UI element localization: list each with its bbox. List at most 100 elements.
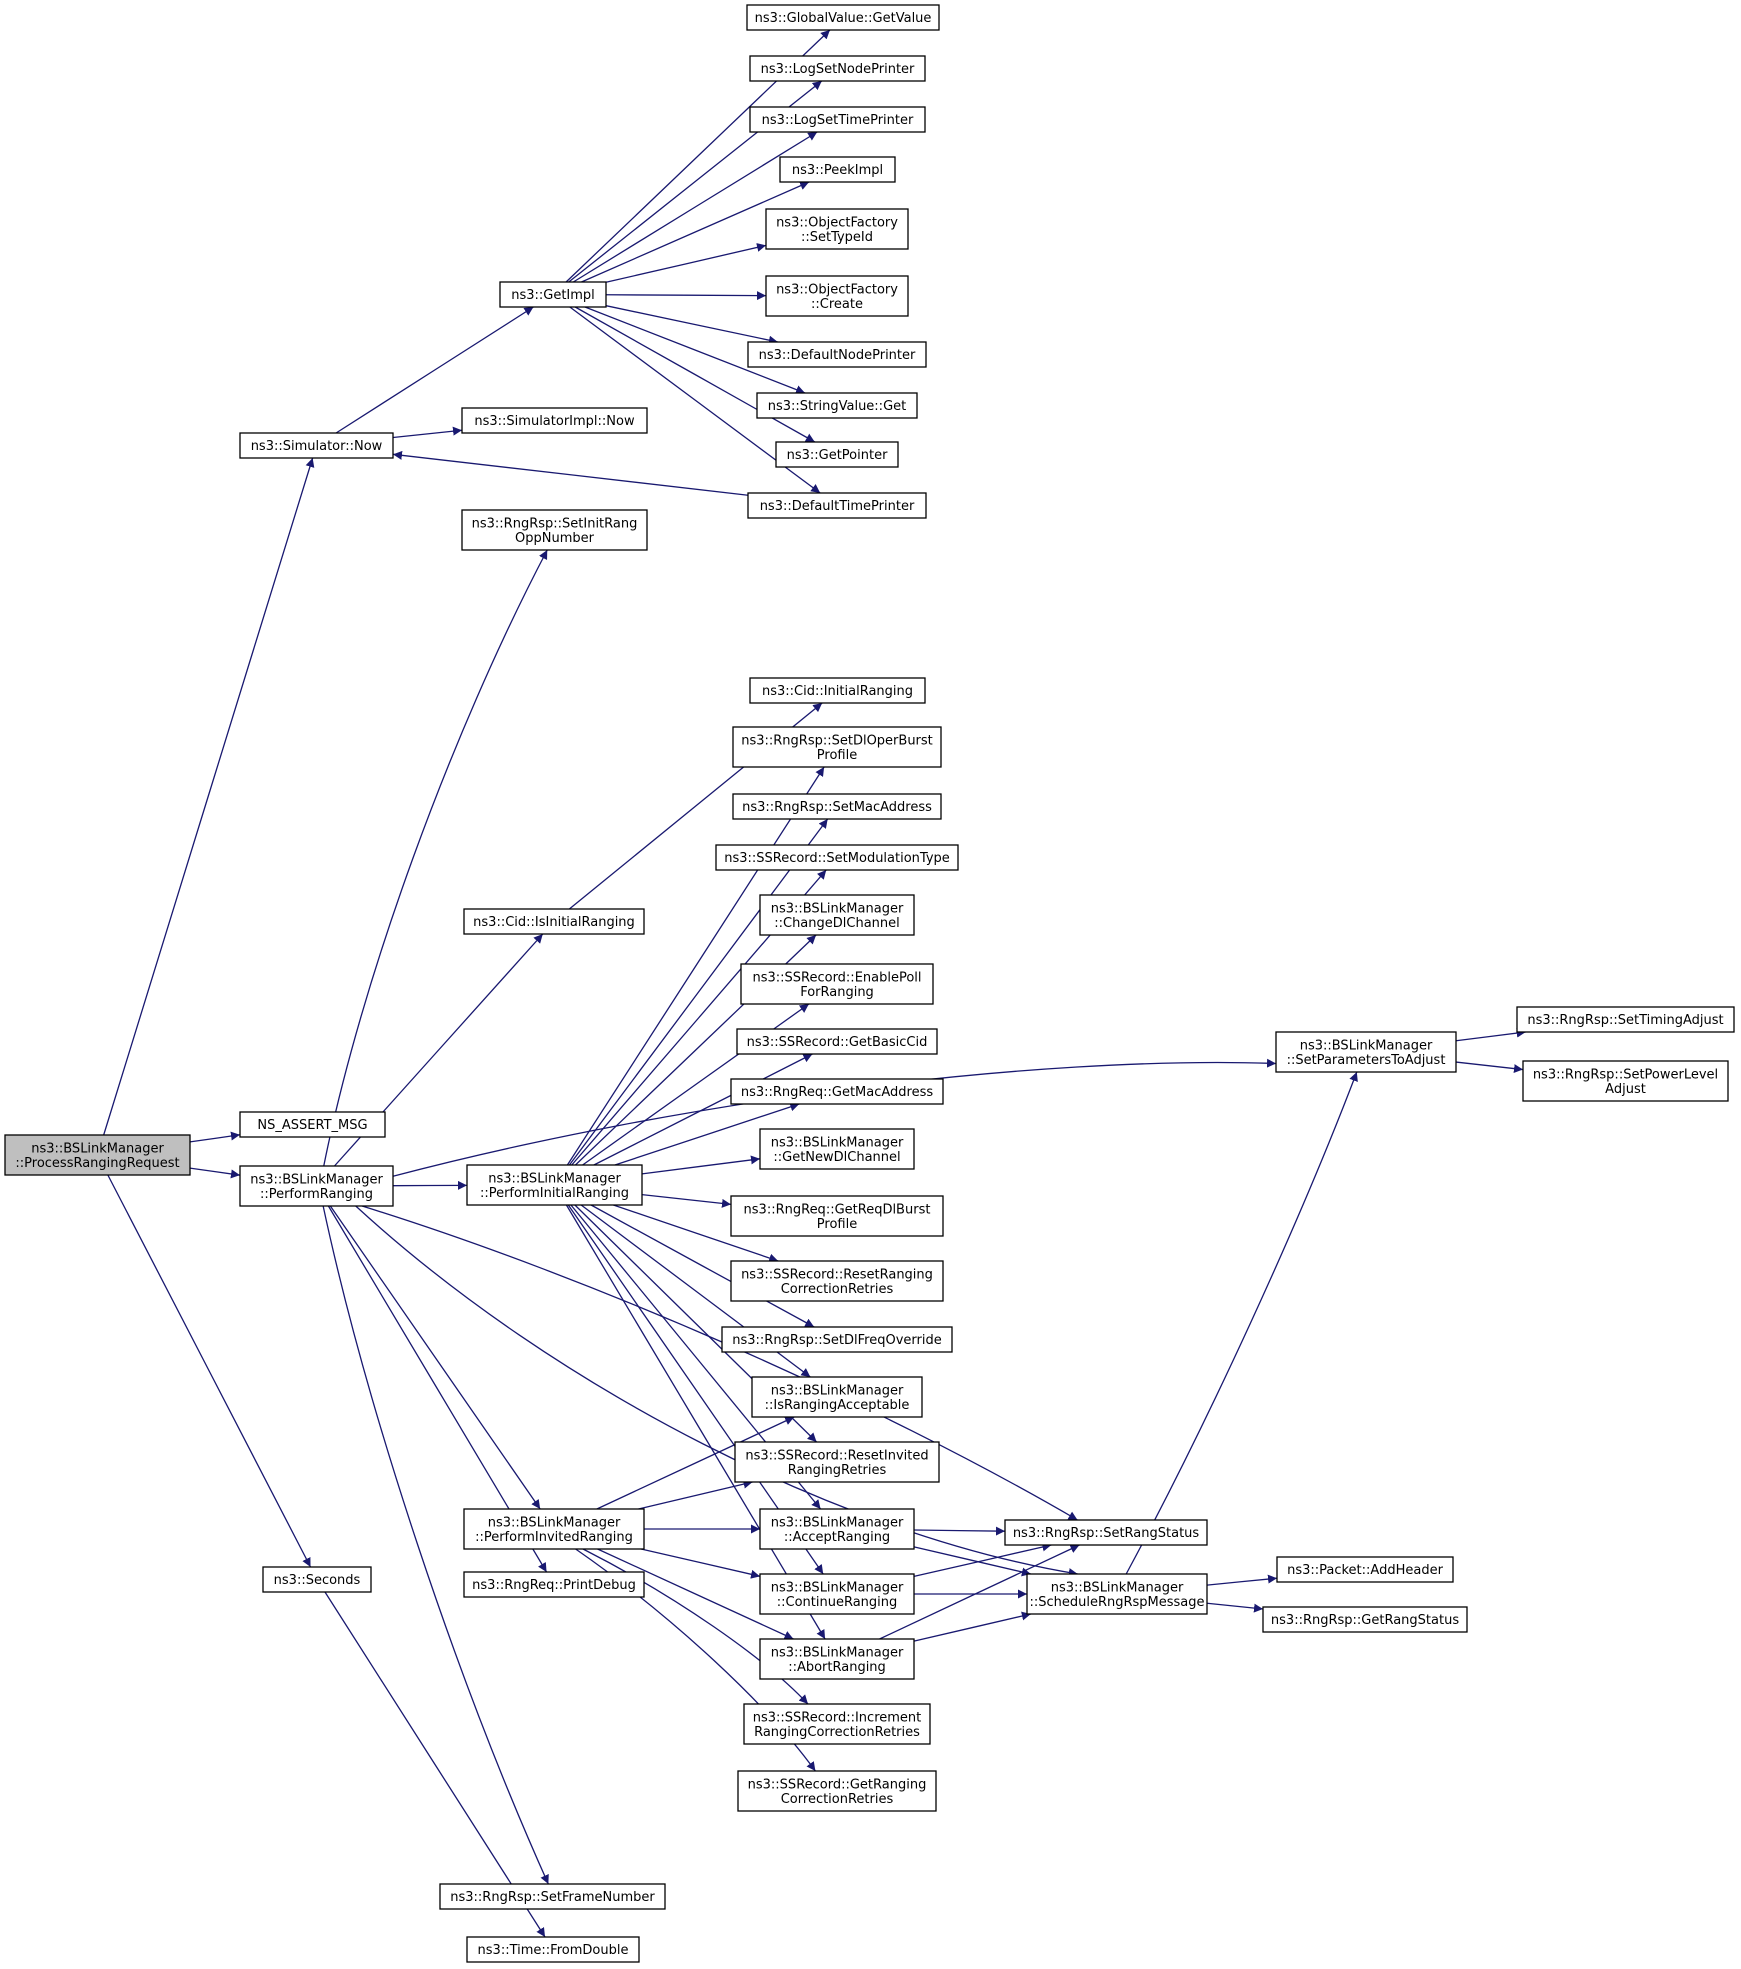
edge-perform_ranging-to-schedule_rng_rsp [355,1205,1078,1577]
node-log-node-printer[interactable]: ns3::LogSetNodePrinter [749,55,926,82]
edge-perform_ranging-to-is_initial_ranging [333,933,544,1167]
node-string-value-get[interactable]: ns3::StringValue::Get [756,392,918,419]
node-set-frame-number[interactable]: ns3::RngRsp::SetFrameNumber [439,1883,666,1910]
edge-get_impl-to-of_create [605,291,767,301]
node-default-node-printer[interactable]: ns3::DefaultNodePrinter [747,341,927,368]
node-of-create[interactable]: ns3::ObjectFactory::Create [765,275,909,317]
node-label-line: ns3::Simulator::Now [251,439,383,454]
edge-set_params_adjust-to-set_power_level [1455,1061,1524,1074]
node-perform-invited[interactable]: ns3::BSLinkManager::PerformInvitedRangin… [463,1508,645,1550]
node-set-mac-address[interactable]: ns3::RngRsp::SetMacAddress [732,793,942,820]
node-simimpl-now[interactable]: ns3::SimulatorImpl::Now [461,407,648,434]
edge-perform_invited-to-reset_invited [638,1479,753,1510]
node-set-timing-adjust[interactable]: ns3::RngRsp::SetTimingAdjust [1516,1006,1735,1033]
node-label-line: ns3::RngRsp::SetPowerLevel [1533,1067,1718,1082]
node-box [749,677,926,704]
node-print-debug[interactable]: ns3::RngReq::PrintDebug [463,1571,645,1598]
node-abort-ranging[interactable]: ns3::BSLinkManager::AbortRanging [759,1638,915,1680]
edge-accept_ranging-to-schedule_rng_rsp [913,1546,1031,1577]
node-accept-ranging[interactable]: ns3::BSLinkManager::AcceptRanging [759,1508,915,1550]
node-label-line: ::SetTypeId [801,230,873,245]
node-gv-get-value[interactable]: ns3::GlobalValue::GetValue [746,4,940,31]
node-label-line: ns3::RngReq::GetMacAddress [741,1085,934,1100]
node-of-set-type-id[interactable]: ns3::ObjectFactory::SetTypeId [765,208,909,250]
node-box [740,963,934,1005]
node-label-line: ns3::BSLinkManager [771,901,904,916]
node-label-line: ::SetParametersToAdjust [1287,1053,1446,1068]
node-label-line: ns3::SSRecord::GetBasicCid [747,1035,928,1050]
node-label-line: ns3::BSLinkManager [488,1171,621,1186]
edge-get_impl-to-default_node_printer [605,305,778,345]
node-perform-initial[interactable]: ns3::BSLinkManager::PerformInitialRangin… [466,1164,643,1206]
node-sim-now[interactable]: ns3::Simulator::Now [239,432,394,459]
node-set-modulation-type[interactable]: ns3::SSRecord::SetModulationType [715,844,959,871]
node-is-ranging-acceptable[interactable]: ns3::BSLinkManager::IsRangingAcceptable [751,1376,923,1418]
node-reset-invited[interactable]: ns3::SSRecord::ResetInvitedRangingRetrie… [734,1441,940,1483]
node-label-line: ns3::BSLinkManager [250,1172,383,1187]
edge-perform_ranging-to-set_init_rang [323,549,548,1167]
node-reset-ranging-corr[interactable]: ns3::SSRecord::ResetRangingCorrectionRet… [730,1260,944,1302]
node-box [732,726,942,768]
node-root[interactable]: ns3::BSLinkManager::ProcessRangingReques… [4,1134,191,1176]
node-label-line: ns3::RngRsp::SetDlFreqOverride [732,1333,941,1348]
node-box [765,208,909,250]
node-packet-add-header[interactable]: ns3::Packet::AddHeader [1276,1556,1454,1583]
node-label-line: ns3::SSRecord::ResetInvited [745,1448,928,1463]
node-label-line: ns3::BSLinkManager [1051,1580,1184,1595]
edge-schedule_rng_rsp-to-packet_add_header [1206,1574,1278,1586]
node-continue-ranging[interactable]: ns3::BSLinkManager::ContinueRanging [759,1573,915,1615]
node-get-rang-status[interactable]: ns3::RngRsp::GetRangStatus [1262,1606,1468,1633]
node-perform-ranging[interactable]: ns3::BSLinkManager::PerformRanging [239,1165,394,1207]
edge-root-to-sim_now [103,457,315,1136]
node-box [749,106,926,133]
node-label-line: ns3::SSRecord::SetModulationType [724,851,950,866]
node-schedule-rng-rsp[interactable]: ns3::BSLinkManager::ScheduleRngRspMessag… [1026,1573,1208,1615]
node-box [765,275,909,317]
node-cid-initial-ranging[interactable]: ns3::Cid::InitialRanging [749,677,926,704]
node-set-rang-status[interactable]: ns3::RngRsp::SetRangStatus [1004,1519,1208,1546]
node-label-line: ::PerformRanging [260,1187,373,1202]
edge-perform_initial-to-is_ranging_acceptable [580,1204,811,1378]
node-label-line: ns3::DefaultNodePrinter [759,348,916,363]
node-is-initial-ranging[interactable]: ns3::Cid::IsInitialRanging [463,908,645,935]
node-set-params-adjust[interactable]: ns3::BSLinkManager::SetParametersToAdjus… [1275,1031,1457,1073]
node-label-line: ns3::BSLinkManager [771,1135,904,1150]
node-increment-ranging[interactable]: ns3::SSRecord::IncrementRangingCorrectio… [743,1703,931,1745]
edge-perform_initial-to-set_dl_freq [590,1204,815,1328]
node-box [466,1936,640,1963]
edge-sim_now-to-get_impl [335,306,534,434]
node-from-double[interactable]: ns3::Time::FromDouble [466,1936,640,1963]
node-label-line: ns3::BSLinkManager [488,1515,621,1530]
edge-root-to-perform_ranging [189,1167,241,1179]
node-get-pointer[interactable]: ns3::GetPointer [775,441,899,468]
edge-get_impl-to-of_set_type_id [605,243,767,283]
node-req-get-mac[interactable]: ns3::RngReq::GetMacAddress [730,1078,944,1105]
node-get-impl[interactable]: ns3::GetImpl [499,281,607,308]
node-get-new-dl-channel[interactable]: ns3::BSLinkManager::GetNewDlChannel [759,1128,915,1170]
edge-perform_initial-to-enable_poll [582,1003,810,1166]
edge-default_time_printer-to-sim_now [392,450,749,496]
node-change-dl-channel[interactable]: ns3::BSLinkManager::ChangeDlChannel [759,894,915,936]
node-label-line: ::ScheduleRngRspMessage [1029,1595,1204,1610]
node-default-time-printer[interactable]: ns3::DefaultTimePrinter [747,492,927,519]
node-label-line: ns3::SimulatorImpl::Now [474,414,635,429]
node-log-time-printer[interactable]: ns3::LogSetTimePrinter [749,106,926,133]
node-box [746,4,940,31]
node-get-basic-cid[interactable]: ns3::SSRecord::GetBasicCid [736,1028,938,1055]
node-peek-impl[interactable]: ns3::PeekImpl [779,156,896,183]
node-label-line: Profile [817,1217,857,1232]
node-get-ranging-corr[interactable]: ns3::SSRecord::GetRangingCorrectionRetri… [737,1770,937,1812]
node-label-line: ns3::SSRecord::GetRanging [748,1777,927,1792]
node-box [715,844,959,871]
node-label-line: ns3::RngRsp::SetRangStatus [1013,1526,1200,1541]
node-ns-assert[interactable]: NS_ASSERT_MSG [239,1111,386,1138]
node-label-line: ns3::GetPointer [787,448,888,463]
node-box [759,1128,915,1170]
node-seconds[interactable]: ns3::Seconds [262,1566,372,1593]
node-set-dl-freq[interactable]: ns3::RngRsp::SetDlFreqOverride [721,1326,953,1353]
